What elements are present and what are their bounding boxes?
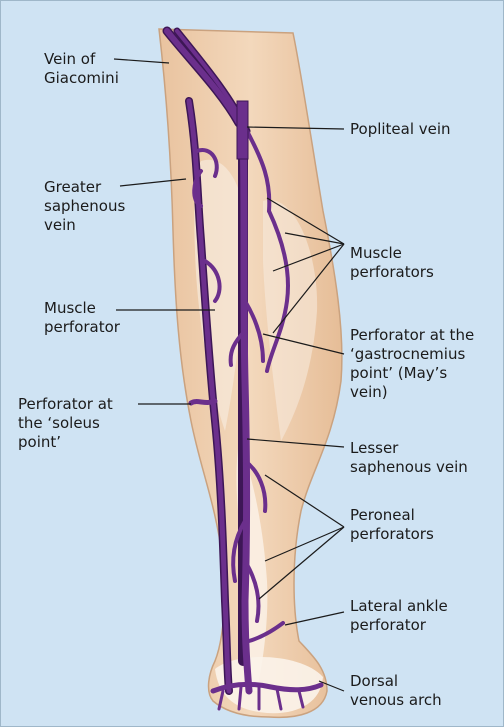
label-muscle-perforators: Muscle perforators bbox=[350, 244, 434, 282]
label-dorsal-venous-arch: Dorsal venous arch bbox=[350, 672, 442, 710]
label-lesser-saphenous-vein: Lesser saphenous vein bbox=[350, 439, 468, 477]
label-vein-of-giacomini: Vein of Giacomini bbox=[44, 50, 119, 88]
soleus-perforator-vein bbox=[191, 401, 215, 403]
label-peroneal-perforators: Peroneal perforators bbox=[350, 506, 434, 544]
label-gastrocnemius-perforator: Perforator at the ‘gastrocnemius point’ … bbox=[350, 326, 474, 402]
label-muscle-perforator: Muscle perforator bbox=[44, 299, 120, 337]
label-lateral-ankle-perforator: Lateral ankle perforator bbox=[350, 597, 448, 635]
label-greater-saphenous-vein: Greater saphenous vein bbox=[44, 178, 125, 235]
label-popliteal-vein: Popliteal vein bbox=[350, 120, 451, 139]
popliteal-vein-block bbox=[237, 101, 248, 159]
label-soleus-perforator: Perforator at the ‘soleus point’ bbox=[18, 395, 113, 452]
